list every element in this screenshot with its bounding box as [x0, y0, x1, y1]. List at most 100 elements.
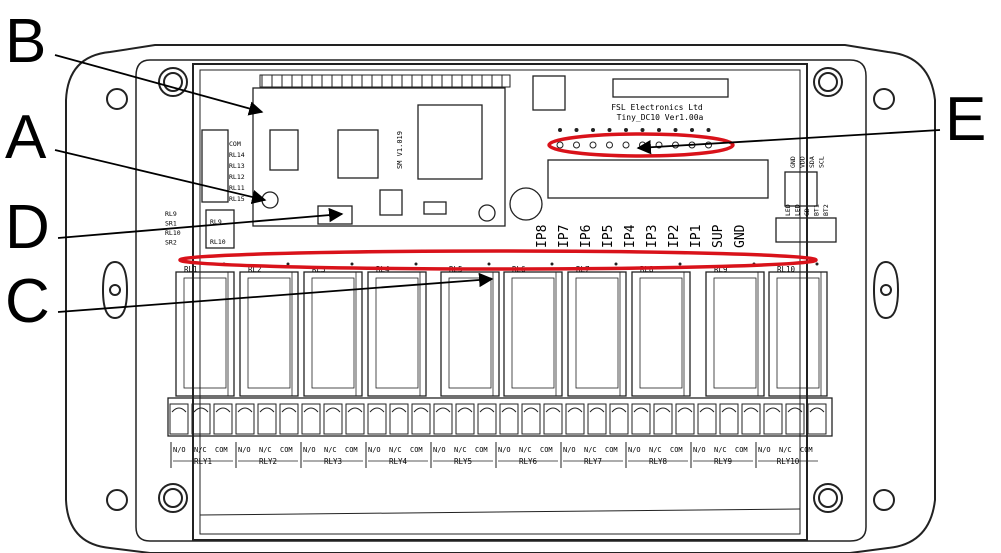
- contact-label: N/O: [368, 446, 381, 454]
- status-led-resistor: [657, 128, 661, 132]
- terminal-clamp: [809, 407, 825, 413]
- status-led: [606, 141, 613, 149]
- relay-body: [175, 271, 235, 397]
- terminal-clamp: [281, 407, 297, 413]
- terminal-clamp: [171, 407, 187, 413]
- callout-arrow-d: [57, 207, 344, 239]
- i2c-label: SCL: [818, 156, 826, 168]
- i2c-label: VDD: [799, 156, 807, 168]
- terminal-screw: [301, 403, 321, 435]
- relay-inner: [247, 277, 291, 389]
- callout-arrow-b: [54, 54, 264, 116]
- contact-label: COM: [735, 446, 748, 454]
- contact-label: COM: [475, 446, 488, 454]
- relay-body: [303, 271, 363, 397]
- terminal-clamp: [325, 407, 341, 413]
- bt-label: LED: [794, 204, 802, 216]
- relay-output-label: RLY5: [454, 457, 472, 466]
- left-lower-right-label: RL9: [210, 218, 222, 226]
- top-header-strip: [259, 74, 511, 88]
- relay-body: [631, 271, 691, 397]
- terminal-clamp: [391, 407, 407, 413]
- terminal-screw: [521, 403, 541, 435]
- terminal-screw: [323, 403, 343, 435]
- contact-label: N/O: [303, 446, 316, 454]
- terminal-screw: [169, 403, 189, 435]
- contact-label: N/C: [194, 446, 207, 454]
- contact-label: COM: [280, 446, 293, 454]
- terminal-screw: [389, 403, 409, 435]
- input-label: IP2: [667, 225, 682, 248]
- terminal-screw: [631, 403, 651, 435]
- bt-label: BT2: [822, 204, 830, 216]
- terminal-screw: [477, 403, 497, 435]
- top-header-pins: [261, 75, 503, 87]
- terminal-screw: [587, 403, 607, 435]
- terminal-screw: [411, 403, 431, 435]
- contact-label: N/O: [563, 446, 576, 454]
- left-terminal-label: RL14: [229, 151, 245, 159]
- contact-label: N/C: [454, 446, 467, 454]
- terminal-clamp: [721, 407, 737, 413]
- terminal-screw: [213, 403, 233, 435]
- status-led-resistor: [591, 128, 595, 132]
- terminal-clamp: [413, 407, 429, 413]
- status-led-resistor: [607, 128, 612, 132]
- relay-inner: [639, 277, 683, 389]
- input-label: IP8: [535, 225, 550, 248]
- status-led-resistor: [706, 128, 711, 132]
- terminal-clamp: [369, 407, 385, 413]
- callout-arrows: [54, 54, 941, 313]
- contact-label: COM: [800, 446, 813, 454]
- status-led-resistor: [624, 128, 628, 132]
- model-label: Tiny_DC10 Ver1.00a: [617, 113, 704, 122]
- terminal-screw: [741, 403, 761, 435]
- relay-output-label: RLY7: [584, 457, 602, 466]
- status-led-resistor: [673, 128, 678, 132]
- status-led: [705, 141, 712, 149]
- bt-label: LED: [784, 204, 792, 216]
- relay-label: RL9: [714, 265, 728, 274]
- manufacturer-label: FSL Electronics Ltd: [611, 103, 703, 112]
- terminal-clamp: [743, 407, 759, 413]
- relay-inner: [575, 277, 619, 389]
- left-terminal-label: COM: [229, 140, 241, 148]
- contact-label: N/O: [693, 446, 706, 454]
- mcu-version-label: SM V1.019: [396, 131, 404, 169]
- input-label: IP5: [601, 225, 616, 248]
- terminal-screw: [719, 403, 739, 435]
- controller-module: [252, 87, 506, 227]
- terminal-screw: [675, 403, 695, 435]
- status-led-resistor: [640, 128, 645, 132]
- terminal-clamp: [611, 407, 627, 413]
- contact-label: N/C: [389, 446, 402, 454]
- terminal-screw: [455, 403, 475, 435]
- terminal-clamp: [523, 407, 539, 413]
- left-terminal-label: RL12: [229, 173, 245, 181]
- contact-label: N/C: [519, 446, 532, 454]
- callout-arrow-e: [636, 129, 941, 155]
- terminal-screw: [257, 403, 277, 435]
- contact-label: N/C: [779, 446, 792, 454]
- status-led: [655, 141, 663, 149]
- contact-label: N/C: [714, 446, 727, 454]
- left-terminal-label: RL11: [229, 184, 245, 192]
- terminal-clamp: [347, 407, 363, 413]
- contact-label: N/C: [584, 446, 597, 454]
- terminal-clamp: [237, 407, 253, 413]
- terminal-clamp: [589, 407, 605, 413]
- status-led-resistor: [558, 128, 562, 132]
- relay-output-label: RLY6: [519, 457, 538, 466]
- relay-label: RL10: [777, 265, 796, 274]
- relay-led: [614, 262, 618, 266]
- terminal-screw: [785, 403, 805, 435]
- relay-label: RL2: [248, 265, 262, 274]
- callout-b: B: [5, 7, 46, 76]
- left-lower-label: SR2: [165, 239, 177, 247]
- left-lower-right-label: RL10: [210, 238, 226, 246]
